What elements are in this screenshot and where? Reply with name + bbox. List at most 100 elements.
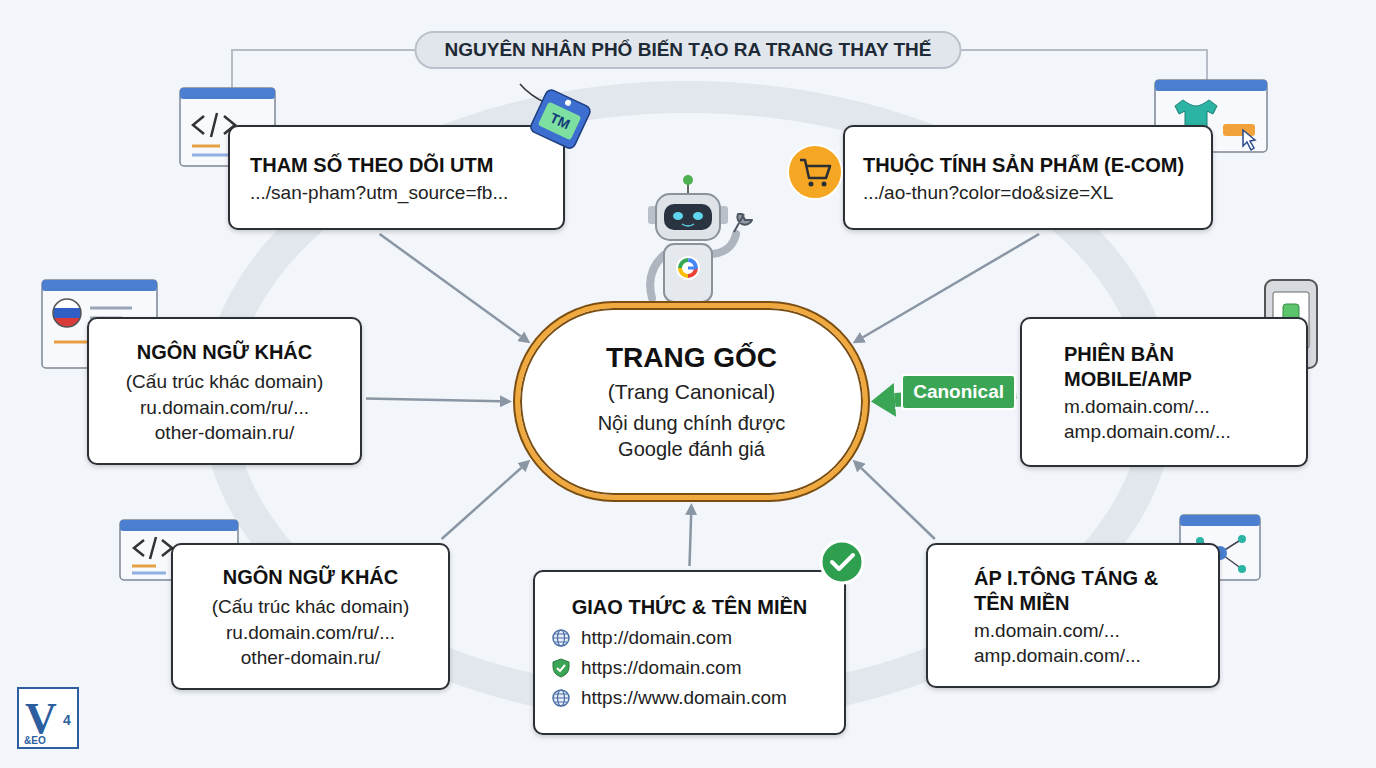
connector-arrow <box>366 398 500 401</box>
cart-badge <box>788 145 842 199</box>
shop-window-icon <box>1223 124 1255 136</box>
connector-arrow <box>690 515 692 566</box>
connector-arrow <box>442 468 522 539</box>
globe-icon <box>553 630 569 646</box>
node-text: other-domain.ru/ <box>155 421 294 446</box>
node-heading: NGÔN NGỮ KHÁC <box>223 565 398 590</box>
google-robot <box>683 175 693 185</box>
cause-box: THUỘC TÍNH SẢN PHẨM (E-COM) .../ao-thun?c… <box>843 125 1213 230</box>
google-robot <box>680 260 696 276</box>
node-text: other-domain.ru/ <box>241 646 380 671</box>
watermark-number: 4 <box>63 712 71 728</box>
url-text: https://domain.com <box>581 657 742 679</box>
google-robot <box>688 267 697 270</box>
node-text: (Trang Canonical) <box>608 380 775 404</box>
node-text: .../san-pham?utm_source=fb... <box>250 181 508 206</box>
globe-icon <box>553 694 569 702</box>
node-text: ru.domain.com/ru/... <box>140 396 309 421</box>
cart-badge <box>809 182 814 187</box>
cause-box: GIAO THỨC & TÊN MIỀN http://domain.com htt… <box>533 570 846 735</box>
code-window-icon <box>132 565 156 568</box>
canonical-pill: TRANG GỐC (Trang Canonical) Nội dung chính… <box>515 303 868 500</box>
node-heading: THAM SỐ THEO DÕI UTM <box>250 153 493 178</box>
shop-window-icon <box>1155 80 1267 91</box>
node-heading: TRANG GỐC <box>606 342 777 374</box>
node-heading: ÁP I.TÔNG TÁNG & TÊN MIỀN <box>974 566 1194 616</box>
globe-icon <box>551 688 571 708</box>
google-robot <box>656 194 720 240</box>
node-heading: PHIÊN BẢN MOBILE/AMP <box>1064 342 1254 392</box>
google-robot <box>680 260 696 276</box>
cart-badge <box>788 145 842 199</box>
language-window-icon <box>52 308 82 318</box>
language-window-icon <box>42 280 157 291</box>
google-robot <box>664 244 712 302</box>
google-robot <box>680 260 696 276</box>
cause-box: ÁP I.TÔNG TÁNG & TÊN MIỀN m.domain.com/..… <box>926 543 1220 688</box>
network-window-icon <box>1238 565 1246 573</box>
google-robot <box>650 255 664 298</box>
cause-box: NGÔN NGỮ KHÁC (Cấu trúc khác domain) ru.do… <box>87 317 362 465</box>
google-robot <box>664 204 712 230</box>
node-heading: THUỘC TÍNH SẢN PHẨM (E-COM) <box>863 153 1184 178</box>
secure-shield-icon <box>557 665 565 671</box>
secure-shield-icon <box>551 658 571 678</box>
connector-arrow <box>861 468 935 539</box>
language-window-icon <box>53 299 81 327</box>
language-window-icon <box>52 298 82 328</box>
google-robot <box>648 175 752 302</box>
code-window-icon <box>134 537 172 559</box>
network-window-icon <box>1238 535 1246 543</box>
node-text: m.domain.com/... <box>974 619 1120 644</box>
url-text: http://domain.com <box>581 627 732 649</box>
secure-shield-icon <box>553 659 569 677</box>
diagram-title: NGUYÊN NHÂN PHỔ BIẾN TẠO RA TRANG THAY T… <box>445 33 932 67</box>
watermark-frame <box>18 688 78 748</box>
node-text: Nội dung chính được Google đánh giá <box>567 410 817 462</box>
check-badge <box>832 555 853 569</box>
connector-arrow <box>863 234 1039 337</box>
network-window-icon <box>1180 515 1260 526</box>
cart-badge <box>822 182 827 187</box>
code-window-icon <box>180 88 275 99</box>
url-row: https://domain.com <box>551 657 742 679</box>
edge-label: Canonical <box>901 374 1016 410</box>
cause-box: THAM SỐ THEO DÕI UTM .../san-pham?utm_sou… <box>228 125 565 230</box>
node-text: ru.domain.com/ru/... <box>226 621 395 646</box>
shop-window-icon <box>1243 130 1255 150</box>
trademark-tag <box>564 99 572 107</box>
title-connector <box>232 50 420 88</box>
connector-arrow <box>380 234 521 336</box>
cause-box: PHIÊN BẢN MOBILE/AMP m.domain.com/...amp.… <box>1020 317 1308 467</box>
globe-icon <box>553 690 569 706</box>
cause-box: NGÔN NGỮ KHÁC (Cấu trúc khác domain) ru.do… <box>171 543 450 690</box>
google-robot <box>734 214 752 232</box>
url-text: https://www.domain.com <box>581 687 787 709</box>
title-connector <box>960 50 1207 82</box>
code-window-icon <box>120 520 238 531</box>
url-row: http://domain.com <box>551 627 732 649</box>
node-text: .../ao-thun?color=do&size=XL <box>863 181 1113 206</box>
globe-icon <box>553 634 569 642</box>
node-text: amp.domain.com/... <box>1064 420 1231 445</box>
node-heading: NGÔN NGỮ KHÁC <box>137 340 312 365</box>
node-text: amp.domain.com/... <box>974 644 1141 669</box>
node-text: m.domain.com/... <box>1064 395 1210 420</box>
node-text: (Cấu trúc khác domain) <box>212 596 409 618</box>
google-robot <box>680 260 696 276</box>
title-pill: NGUYÊN NHÂN PHỔ BIẾN TẠO RA TRANG THAY T… <box>415 31 962 69</box>
watermark-text: &EO <box>24 735 46 746</box>
connectors <box>366 234 1039 566</box>
google-robot <box>693 212 703 220</box>
code-window-icon <box>132 572 166 575</box>
google-robot <box>676 256 700 280</box>
url-row: https://www.domain.com <box>551 687 787 709</box>
google-robot <box>682 224 694 226</box>
globe-icon <box>551 628 571 648</box>
google-robot <box>673 212 683 220</box>
node-heading: GIAO THỨC & TÊN MIỀN <box>572 595 807 620</box>
trademark-tag <box>520 84 548 104</box>
node-text: (Cấu trúc khác domain) <box>126 371 323 393</box>
cart-badge <box>800 160 830 178</box>
